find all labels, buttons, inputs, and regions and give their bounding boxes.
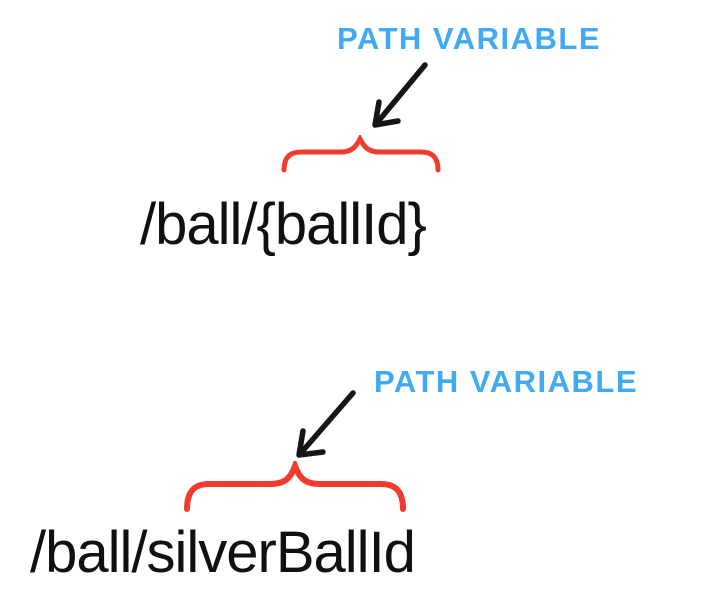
endpoint-path-template: /ball/{ballId} bbox=[140, 192, 427, 257]
curly-brace-icon bbox=[184, 461, 406, 512]
path-variable-label: PATH VARIABLE bbox=[374, 364, 639, 399]
endpoint-path-concrete: /ball/silverBallId bbox=[30, 520, 416, 585]
curly-brace-icon bbox=[281, 135, 441, 173]
arrow-icon bbox=[296, 390, 356, 458]
path-variable-label: PATH VARIABLE bbox=[337, 21, 602, 56]
arrow-icon bbox=[372, 62, 428, 128]
